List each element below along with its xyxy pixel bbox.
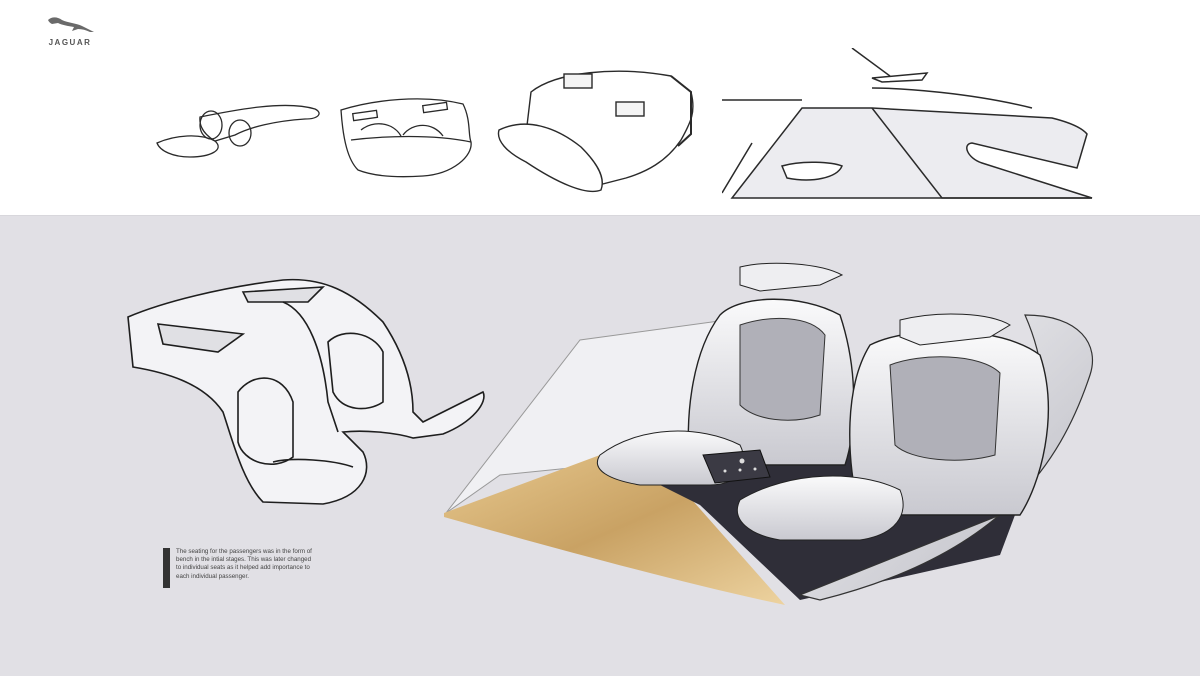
rendered-cabin-seats — [444, 262, 1094, 605]
gold-floor-panel — [444, 455, 785, 605]
brand-logo: JAGUAR — [38, 14, 102, 50]
bench-seat-sketch-3 — [497, 70, 694, 193]
design-caption: The seating for the passengers was in th… — [163, 548, 313, 588]
caption-text: The seating for the passengers was in th… — [176, 548, 312, 580]
brand-wordmark: JAGUAR — [48, 38, 92, 47]
leaping-jaguar-icon — [48, 17, 94, 32]
caption-accent-bar — [163, 548, 170, 588]
center-console — [702, 449, 771, 484]
bench-seat-sketch-1 — [156, 104, 320, 158]
cabin-side-profile-sketch — [722, 48, 1093, 199]
twin-seat-line-sketch — [127, 278, 485, 505]
bench-seat-sketch-2 — [340, 98, 472, 178]
